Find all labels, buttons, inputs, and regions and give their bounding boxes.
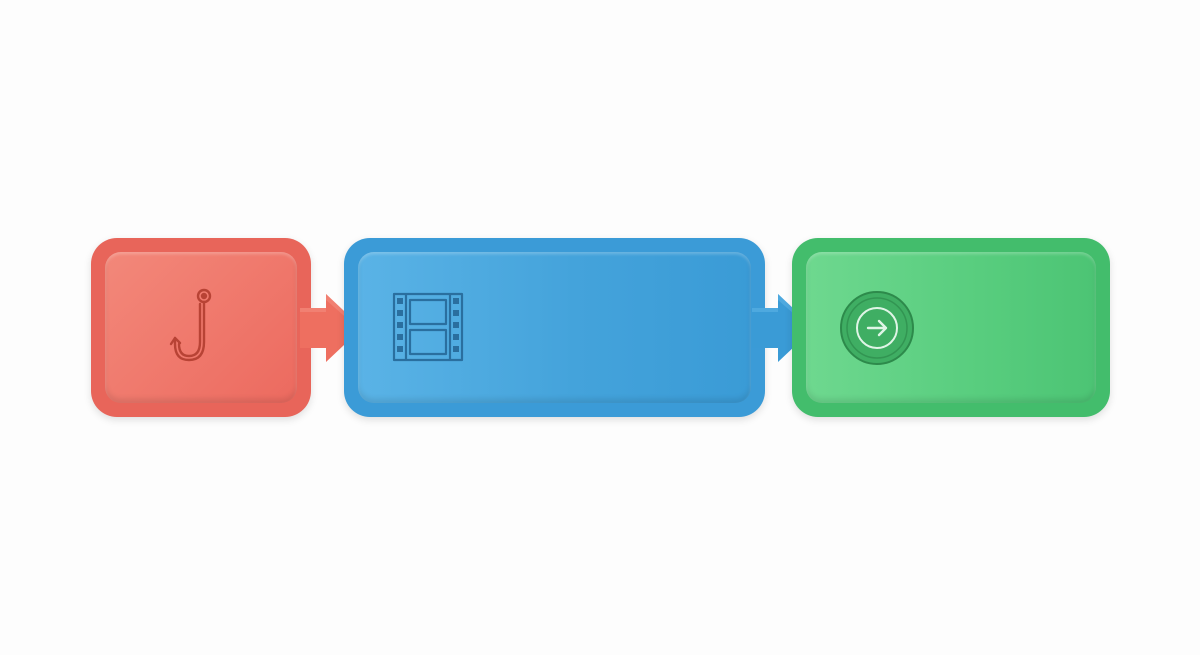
story-block-inner	[358, 252, 751, 403]
circle-arrow-right-icon	[840, 291, 914, 365]
film-strip-icon	[392, 292, 464, 362]
story-block	[344, 238, 765, 417]
fishing-hook-icon	[169, 288, 212, 362]
